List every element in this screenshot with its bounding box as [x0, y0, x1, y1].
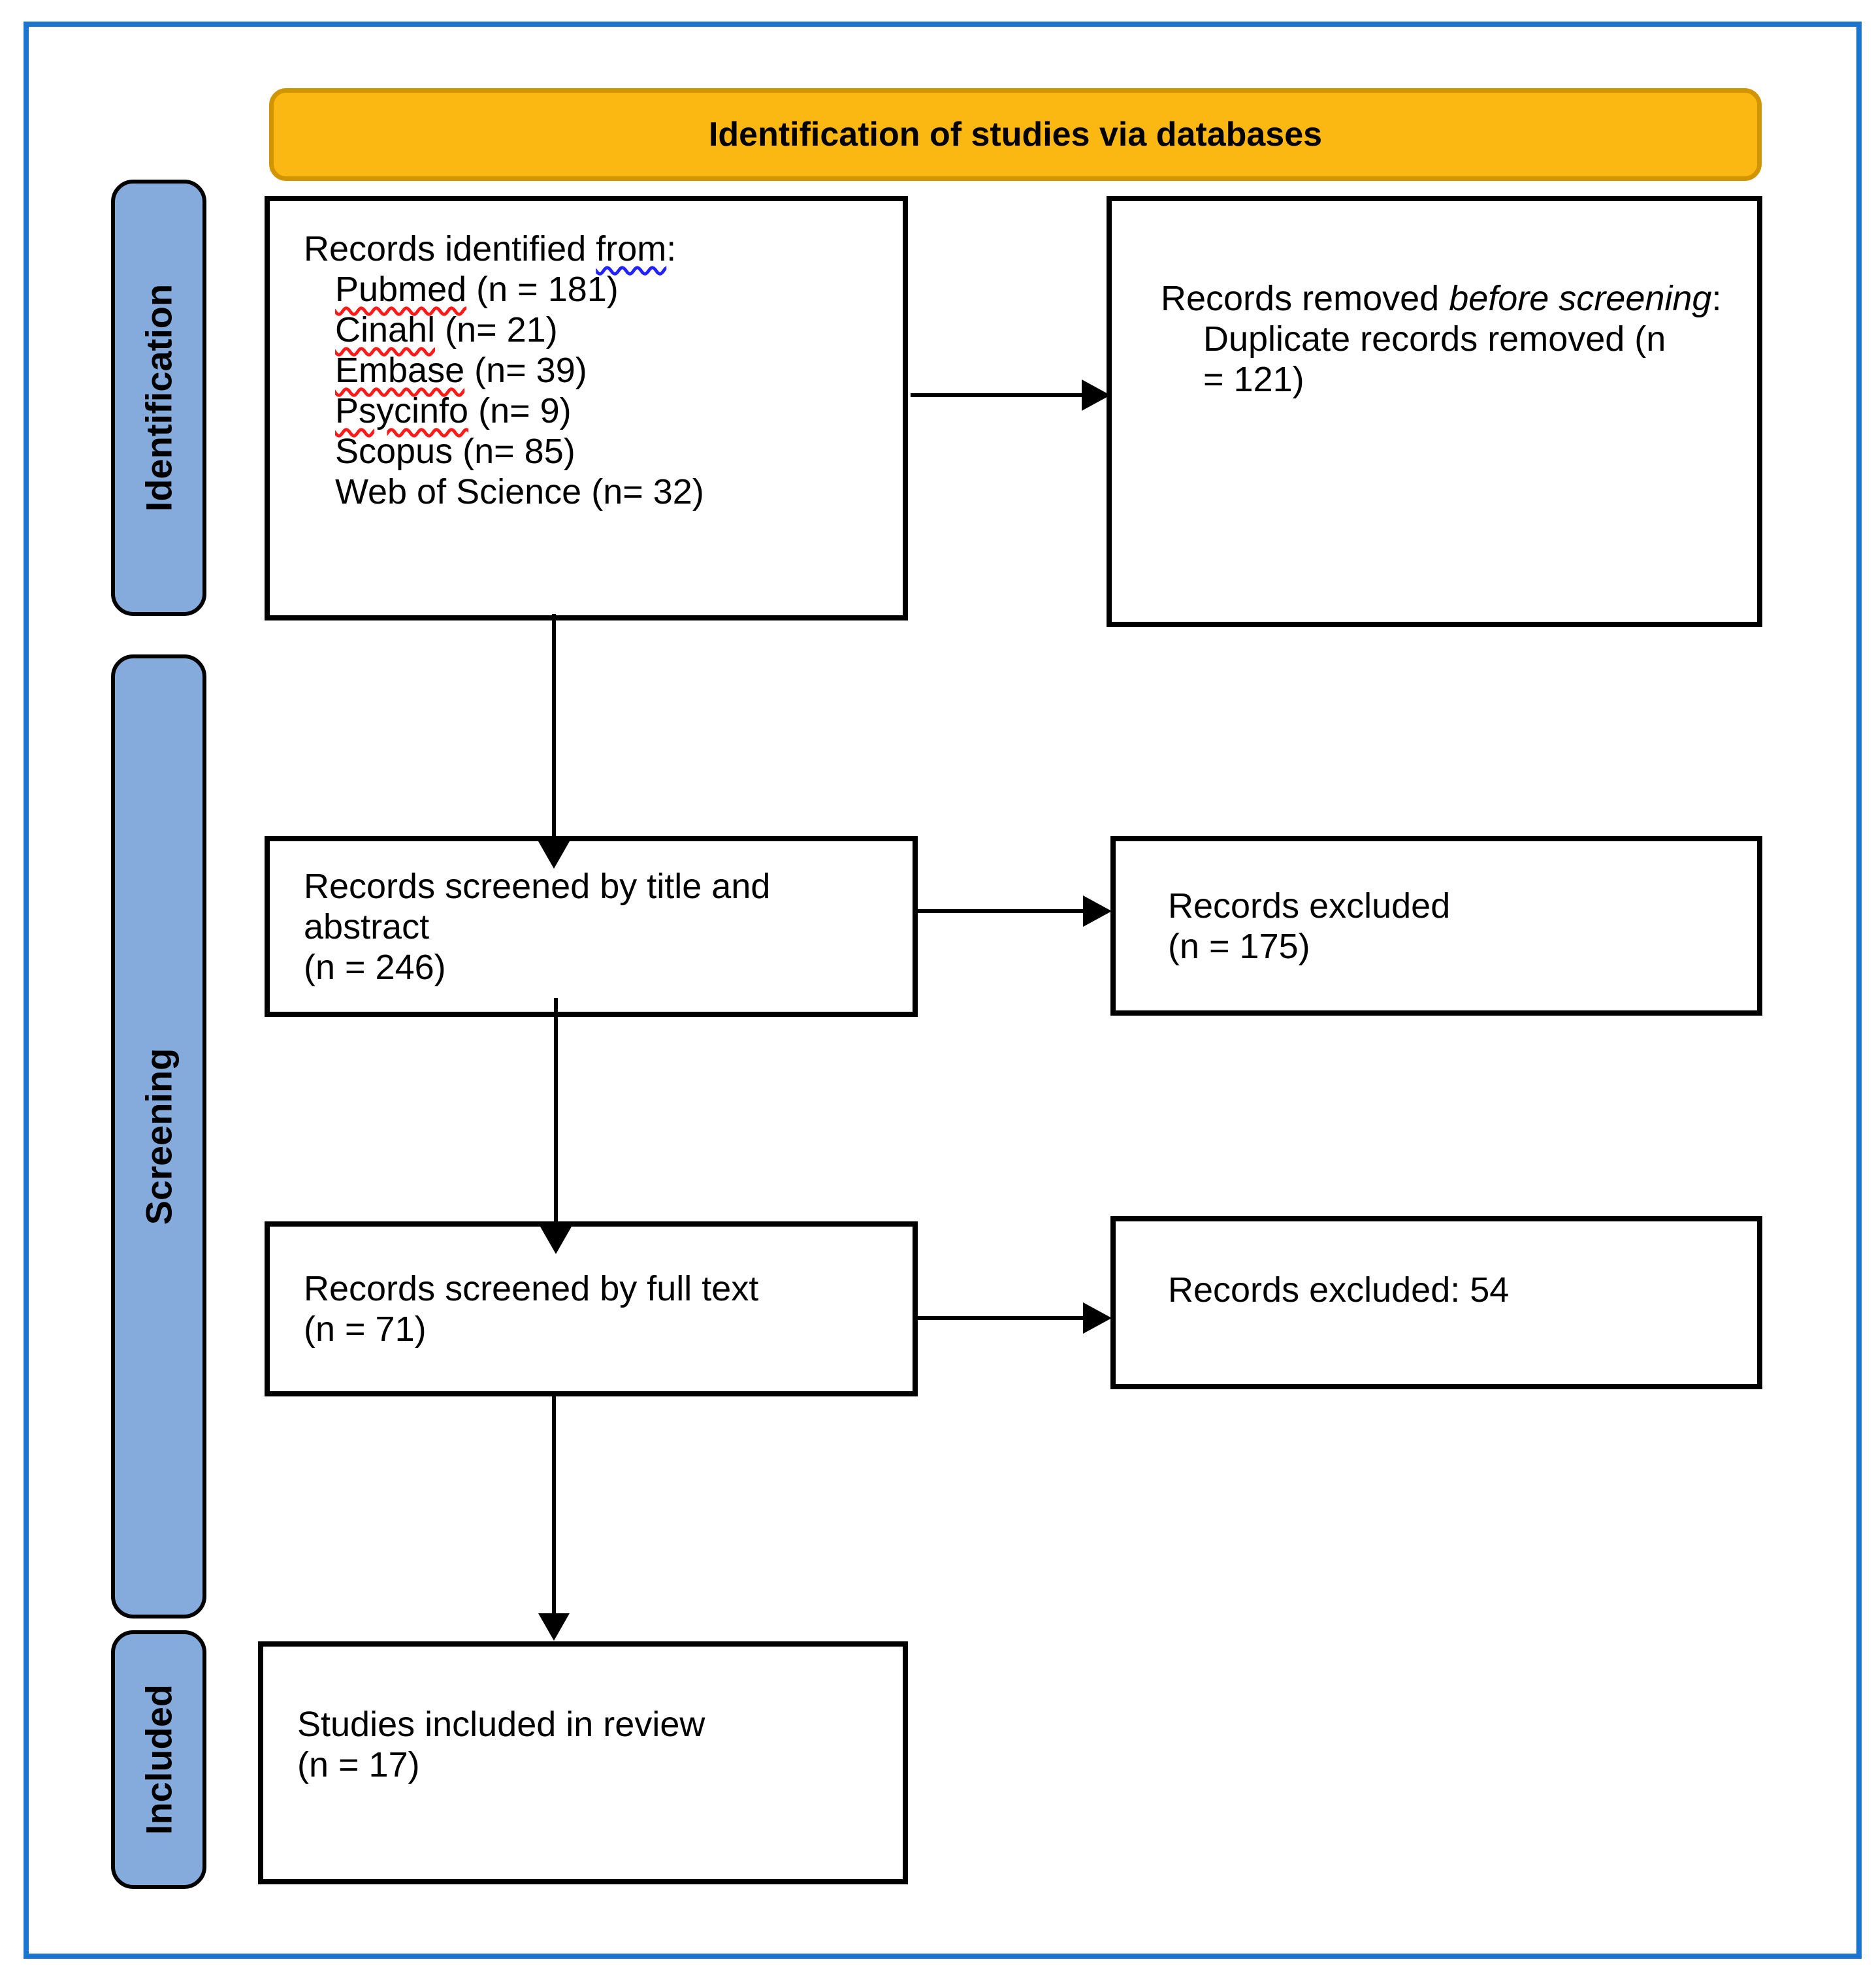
screened-title-abstract-line2: abstract — [304, 907, 430, 946]
source-name: Pubmed — [335, 270, 467, 309]
records-removed-prefix: Records removed — [1161, 279, 1449, 318]
box-excluded-title-abstract: Records excluded (n = 175) — [1110, 836, 1762, 1016]
box-studies-included: Studies included in review (n = 17) — [258, 1641, 908, 1884]
arrowhead-screened-ta-to-excluded — [1083, 895, 1112, 927]
duplicates-removed-count: = 121) — [1203, 359, 1731, 400]
excluded-full-text-line1: Records excluded: 54 — [1168, 1270, 1510, 1310]
banner-title-text: Identification of studies via databases — [708, 116, 1323, 153]
source-count: (n= 32) — [581, 472, 704, 511]
source-row-web-of-science: Web of Science (n= 32) — [335, 472, 890, 512]
records-identified-intro-grammar-flag: from — [596, 229, 667, 268]
stage-label-included: Included — [111, 1630, 206, 1889]
excluded-title-abstract-count: (n = 175) — [1168, 926, 1310, 966]
source-row-cinahl: Cinahl (n= 21) — [335, 310, 890, 350]
screened-title-abstract-count: (n = 246) — [304, 947, 446, 987]
duplicates-removed-line: Duplicate records removed (n — [1203, 319, 1731, 359]
source-name: Web of Science — [335, 472, 582, 511]
duplicates-removed-count-text: = 121) — [1203, 360, 1304, 399]
source-row-psycinfo: Psycinfo (n= 9) — [335, 391, 890, 431]
box-screened-title-abstract: Records screened by title and abstract (… — [265, 836, 918, 1017]
source-row-scopus: Scopus (n= 85) — [335, 431, 890, 472]
source-name: Embase — [335, 351, 465, 390]
studies-included-line1: Studies included in review — [297, 1705, 705, 1744]
arrowhead-identified-to-removed — [1082, 379, 1110, 411]
source-name: Cinahl — [335, 310, 436, 349]
source-name: Psycinfo — [335, 391, 469, 430]
records-identified-intro-prefix: Records identified — [304, 229, 596, 268]
arrowhead-screened-ft-to-included — [538, 1613, 570, 1641]
excluded-title-abstract-line1: Records excluded — [1168, 886, 1451, 926]
outer-frame — [24, 22, 1862, 1959]
records-identified-intro-suffix: : — [666, 229, 677, 268]
stage-label-identification: Identification — [111, 180, 206, 616]
box-records-identified: Records identified from: Pubmed (n = 181… — [265, 196, 908, 620]
records-removed-emphasis: before screening — [1449, 279, 1712, 318]
arrowhead-screened-ft-to-excluded — [1083, 1302, 1112, 1334]
source-count: (n= 21) — [435, 310, 558, 349]
box-excluded-full-text: Records excluded: 54 — [1110, 1216, 1762, 1389]
source-count: (n = 181) — [466, 270, 619, 309]
box-records-removed: Records removed before screening: Duplic… — [1107, 196, 1762, 627]
screened-title-abstract-line1: Records screened by title and — [304, 866, 771, 906]
box-screened-full-text: Records screened by full text (n = 71) — [265, 1221, 918, 1396]
records-removed-heading: Records removed before screening: — [1161, 278, 1731, 319]
source-name: Scopus — [335, 432, 453, 471]
duplicates-removed-text: Duplicate records removed (n — [1203, 319, 1666, 359]
stage-label-screening: Screening — [111, 654, 206, 1619]
screened-full-text-count: (n = 71) — [304, 1310, 427, 1349]
studies-included-count: (n = 17) — [297, 1745, 420, 1784]
source-row-embase: Embase (n= 39) — [335, 350, 890, 391]
records-removed-suffix: : — [1711, 279, 1722, 318]
screened-full-text-line1: Records screened by full text — [304, 1269, 759, 1308]
source-row-pubmed: Pubmed (n = 181) — [335, 269, 890, 310]
banner-title: Identification of studies via databases — [269, 88, 1762, 181]
records-identified-intro: Records identified from: — [304, 229, 890, 269]
source-count: (n= 39) — [464, 351, 587, 390]
arrowhead-identified-to-screened-ta — [538, 841, 570, 869]
source-count: (n= 9) — [468, 391, 572, 430]
source-count: (n= 85) — [453, 432, 575, 471]
arrowhead-screened-ta-to-screened-ft — [540, 1227, 572, 1254]
